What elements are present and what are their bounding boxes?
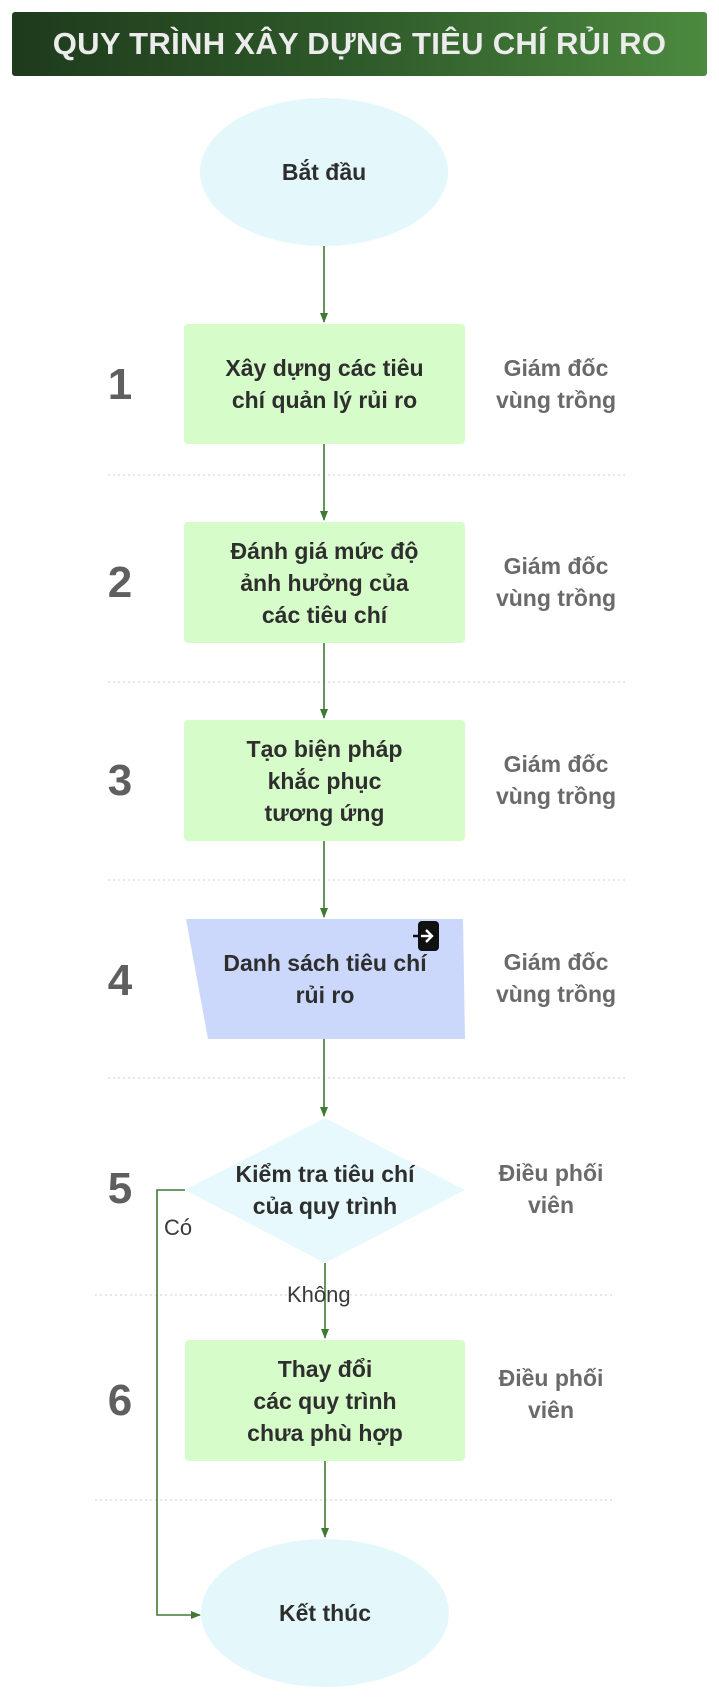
end-node[interactable]: Kết thúc — [201, 1539, 449, 1687]
step-number-5: 5 — [107, 1164, 133, 1213]
step4-text: Danh sách tiêu chí rủi ro — [200, 919, 450, 1039]
title-banner: QUY TRÌNH XÂY DỰNG TIÊU CHÍ RỦI RO — [12, 12, 707, 76]
start-label: Bắt đầu — [281, 159, 367, 185]
row-separators — [95, 474, 628, 1501]
step1-process[interactable]: Xây dựng các tiêu chí quản lý rủi ro — [184, 324, 465, 444]
step1-role: Giám đốc vùng trồng — [495, 355, 617, 413]
step-number-1: 1 — [107, 360, 133, 409]
step-number-6: 6 — [107, 1376, 133, 1425]
step5-role: Điều phối viên — [498, 1160, 604, 1218]
step3-label: Tạo biện pháp khắc phục tương ứng — [246, 735, 403, 826]
step4-data-shape[interactable] — [186, 919, 465, 1039]
step4-role: Giám đốc vùng trồng — [495, 949, 617, 1007]
step3-process[interactable]: Tạo biện pháp khắc phục tương ứng — [184, 720, 465, 841]
start-node[interactable]: Bắt đầu — [200, 98, 448, 246]
step3-role: Giám đốc vùng trồng — [495, 751, 617, 809]
external-input-icon — [413, 921, 439, 951]
end-label: Kết thúc — [279, 1600, 371, 1626]
step-number-3: 3 — [107, 756, 133, 805]
no-branch-label: Không — [287, 1282, 351, 1307]
step2-process[interactable]: Đánh giá mức độ ảnh hưởng của các tiêu c… — [184, 522, 465, 643]
step-number-4: 4 — [107, 956, 133, 1005]
arrow-yes-to-end — [156, 1189, 201, 1619]
step6-role: Điều phối viên — [498, 1365, 604, 1423]
connectors — [156, 246, 329, 1619]
step1-label: Xây dựng các tiêu chí quản lý rủi ro — [225, 355, 424, 413]
step6-label: Thay đổi các quy trình chưa phù hợp — [247, 1355, 403, 1446]
step5-text: Kiểm tra tiêu chí của quy trình — [205, 1150, 445, 1230]
step5-decision-shape[interactable] — [185, 1118, 465, 1263]
step4-label: Danh sách tiêu chí rủi ro — [223, 950, 427, 1008]
step2-role: Giám đốc vùng trồng — [495, 553, 617, 611]
page-title: QUY TRÌNH XÂY DỰNG TIÊU CHÍ RỦI RO — [52, 26, 667, 61]
step-number-2: 2 — [107, 558, 133, 607]
step5-label: Kiểm tra tiêu chí của quy trình — [235, 1161, 415, 1219]
yes-branch-label: Có — [164, 1215, 193, 1240]
step2-label: Đánh giá mức độ ảnh hưởng của các tiêu c… — [230, 537, 419, 628]
step6-process[interactable]: Thay đổi các quy trình chưa phù hợp — [185, 1340, 465, 1461]
